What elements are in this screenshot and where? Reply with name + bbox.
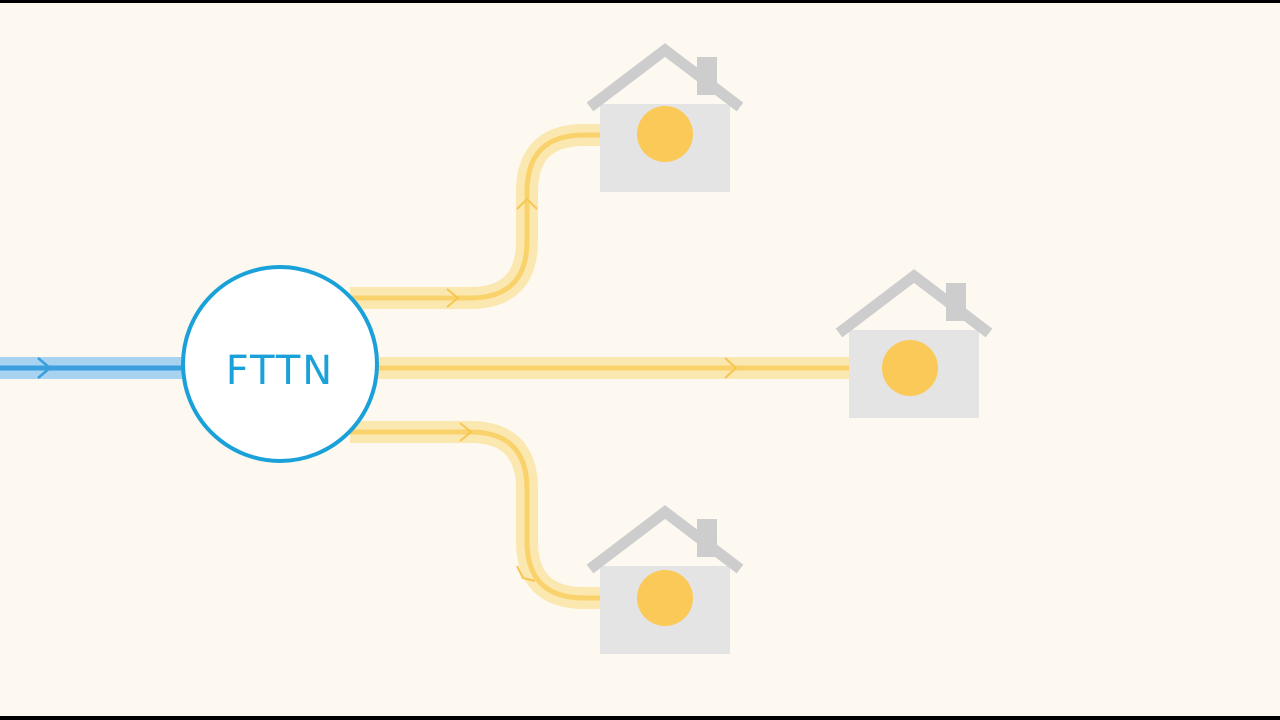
diagram-canvas: FTTN [0,3,1280,716]
connection-dot [882,340,938,396]
fibre-arrow-chevron-icon [37,357,52,379]
copper-branch-top [350,124,665,309]
house-icon [586,43,744,192]
copper-branch-top-core [350,132,665,301]
copper-top-arrow-chevron-icon [516,197,538,210]
fttn-node-ring [181,265,379,463]
copper-bottom-arrow-chevron-icon [459,422,473,442]
house-icon [835,269,993,418]
connection-dot [637,106,693,162]
copper-top-arrow-chevron-icon [446,288,460,308]
copper-branch-bottom-core [350,429,665,601]
copper-bottom-arrow-chevron-icon [516,565,536,582]
fttn-diagram: FTTN [0,43,993,654]
house-icon [586,505,744,654]
fttn-node-label: FTTN [226,348,334,394]
copper-middle-arrow-chevron-icon [724,357,738,379]
fibre-feed-line [0,357,185,379]
connection-dot [637,570,693,626]
fttn-node: FTTN [181,265,379,463]
copper-branch-bottom [350,421,665,609]
copper-branch-middle [378,357,910,379]
